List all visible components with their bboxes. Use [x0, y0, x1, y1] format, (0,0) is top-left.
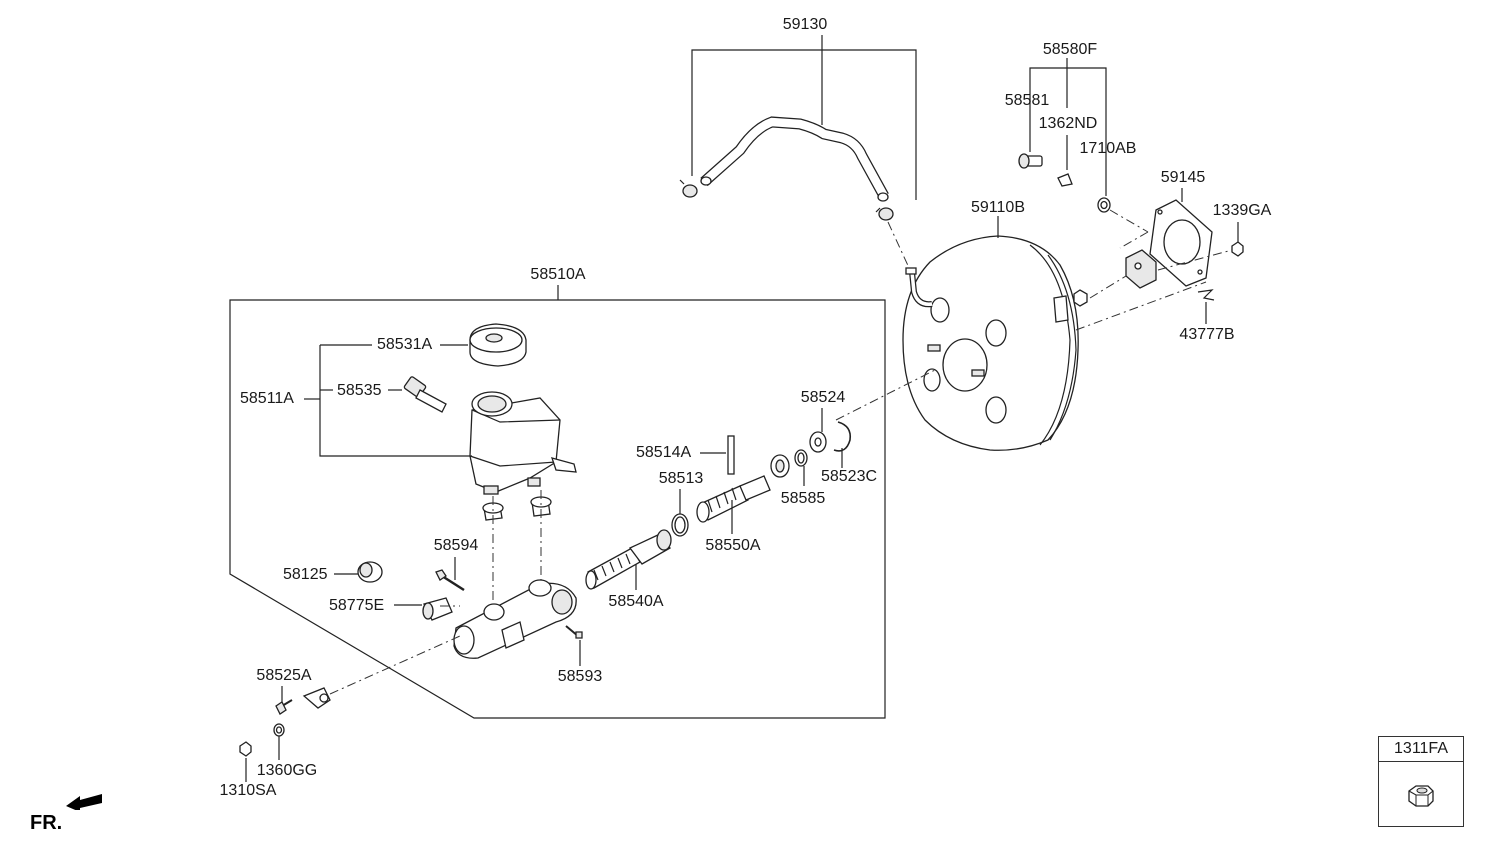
spring-clip[interactable]	[1057, 173, 1073, 187]
label-58525a[interactable]: 58525A	[256, 667, 312, 684]
label-58511a[interactable]: 58511A	[240, 390, 294, 407]
brake-booster[interactable]	[902, 235, 1079, 451]
axis-washer	[1109, 209, 1149, 233]
nut-1339ga[interactable]	[1231, 241, 1244, 257]
primary-piston-58550a[interactable]	[696, 475, 771, 523]
axis-yoke	[1119, 231, 1149, 249]
label-58531a[interactable]: 58531A	[377, 336, 433, 353]
nut-1310sa[interactable]	[239, 741, 252, 757]
switch-58775e[interactable]	[422, 597, 453, 621]
label-43777b[interactable]: 43777B	[1179, 326, 1235, 343]
leader-58511a-bracket	[319, 345, 472, 457]
legend-code[interactable]: 1311FA	[1379, 737, 1463, 762]
o-ring-58513[interactable]	[671, 513, 689, 537]
grommet-left[interactable]	[482, 502, 504, 521]
leader-58580f-bracket	[1029, 67, 1107, 196]
reservoir-cap[interactable]	[469, 323, 527, 367]
hose-clamp-right[interactable]	[875, 207, 894, 221]
clevis-pin[interactable]	[1018, 153, 1043, 169]
washer-58524[interactable]	[809, 431, 827, 453]
bolt-58525a[interactable]	[275, 699, 293, 715]
label-58594[interactable]: 58594	[433, 537, 479, 554]
washer-1360gg[interactable]	[273, 723, 285, 737]
label-58550a[interactable]: 58550A	[705, 537, 761, 554]
bracket-58525a[interactable]	[302, 687, 331, 709]
snap-pin-43777b[interactable]	[1197, 289, 1215, 301]
label-1339ga[interactable]: 1339GA	[1212, 202, 1272, 219]
axis-hose	[887, 221, 911, 271]
leader-59130-bracket	[691, 49, 917, 200]
reservoir[interactable]	[469, 391, 577, 495]
label-58540a[interactable]: 58540A	[608, 593, 664, 610]
label-58513[interactable]: 58513	[658, 470, 704, 487]
label-58514a[interactable]: 58514A	[636, 444, 692, 461]
snap-ring-58523c[interactable]	[833, 421, 852, 452]
label-58593[interactable]: 58593	[557, 668, 603, 685]
label-58585[interactable]: 58585	[780, 490, 826, 507]
booster-gasket[interactable]	[1149, 199, 1213, 287]
cap-58125[interactable]	[357, 561, 383, 583]
hose-clamp-left[interactable]	[679, 179, 698, 198]
bolt-58594[interactable]	[435, 569, 465, 592]
front-direction-arrow-icon	[66, 794, 102, 810]
secondary-piston-58540a[interactable]	[585, 529, 672, 590]
seal-58585[interactable]	[770, 449, 808, 478]
axis-nut	[1089, 275, 1127, 299]
fluid-level-sensor[interactable]	[403, 376, 447, 413]
assembly-frame-58510a	[229, 299, 886, 719]
label-1362nd[interactable]: 1362ND	[1038, 115, 1098, 132]
legend-box: 1311FA	[1378, 736, 1464, 827]
label-58580f[interactable]: 58580F	[1042, 41, 1098, 58]
label-59130[interactable]: 59130	[782, 16, 828, 33]
label-58523c[interactable]: 58523C	[820, 468, 878, 485]
axis-1339ga	[1157, 249, 1233, 271]
vacuum-hose[interactable]	[700, 116, 889, 202]
label-1710ab[interactable]: 1710AB	[1079, 140, 1137, 157]
nut-booster-rod[interactable]	[1073, 289, 1088, 307]
label-59145[interactable]: 59145	[1160, 169, 1206, 186]
master-cylinder-body[interactable]	[453, 579, 577, 659]
washer-1710ab[interactable]	[1097, 197, 1111, 213]
pin-58514a[interactable]	[727, 435, 735, 475]
axis-booster-rear	[1075, 281, 1207, 331]
label-58775e[interactable]: 58775E	[329, 597, 385, 614]
screw-58593[interactable]	[565, 625, 583, 639]
label-58125[interactable]: 58125	[283, 566, 328, 583]
label-1310sa[interactable]: 1310SA	[219, 782, 277, 799]
nut-icon	[1408, 785, 1434, 807]
label-58510a[interactable]: 58510A	[530, 266, 586, 283]
label-58535[interactable]: 58535	[337, 382, 382, 399]
label-59110b[interactable]: 59110B	[971, 199, 1025, 216]
label-58524[interactable]: 58524	[800, 389, 846, 406]
label-58581[interactable]: 58581	[1004, 92, 1050, 109]
vacuum-check-valve[interactable]	[905, 267, 933, 308]
label-1360gg[interactable]: 1360GG	[256, 762, 318, 779]
axis-master-cylinder	[329, 635, 461, 695]
front-direction-label: FR.	[30, 812, 63, 834]
